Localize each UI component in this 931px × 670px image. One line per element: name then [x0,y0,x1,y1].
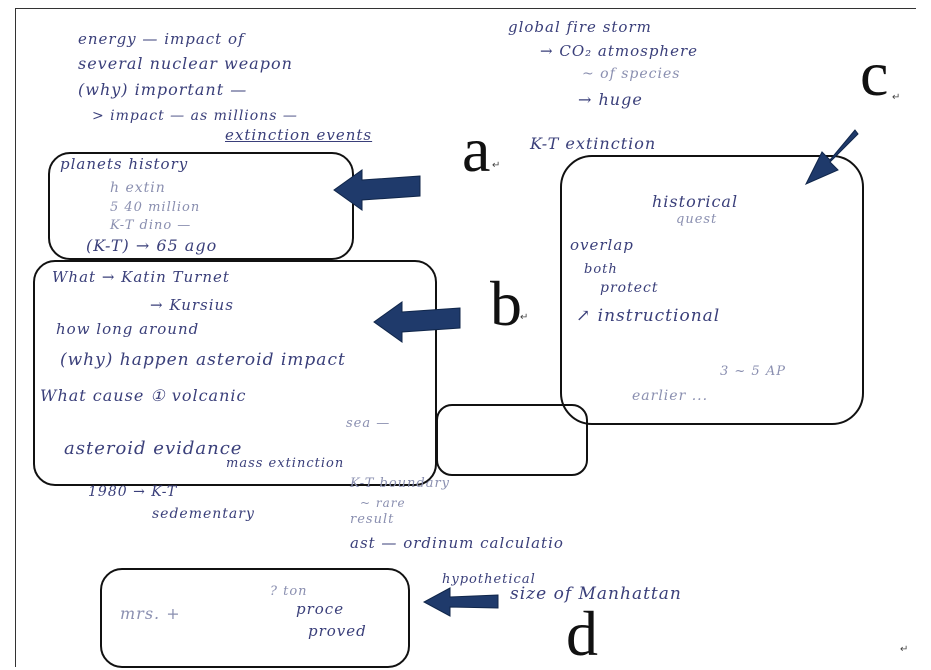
note-line: proved [308,622,367,640]
note-line: ↗ instructional [576,306,721,326]
note-line: mrs. + [120,604,181,623]
blank-box [436,404,588,476]
note-line: 1980 → K-T [88,484,178,500]
return-mark: ↵ [892,92,901,103]
note-line: extinction events [225,126,373,144]
note-line: size of Manhattan [510,584,682,604]
note-line: K-T boundary [350,476,451,491]
annotation-box-d [100,568,410,668]
arrow-icon [333,169,421,211]
note-line: result [350,512,395,527]
note-sheet [15,8,916,667]
note-line: sedementary [152,506,255,522]
label-c: c [860,38,889,109]
note-line: ~ rare [360,496,406,510]
note-line: energy — impact of [78,30,245,48]
note-line: global fire storm [508,18,652,36]
note-line: → huge [578,90,643,109]
note-line: 3 ~ 5 AP [720,364,786,379]
label-a: a [462,114,491,185]
note-line: earlier ... [632,388,709,404]
note-line: → CO₂ atmosphere [540,42,699,60]
return-mark: ↵ [520,312,529,323]
note-line: historical [652,192,739,211]
note-line: (why) important — [78,80,248,99]
annotation-box-c [560,155,864,425]
note-line: mass extinction [226,456,345,471]
note-line: several nuclear weapon [78,54,293,73]
note-line: (why) happen asteroid impact [60,350,346,370]
note-line: sea — [346,416,391,431]
note-line: ~ of species [582,66,681,82]
annotation-box-a [48,152,354,260]
note-line: overlap [570,236,634,254]
note-line: hypothetical [442,572,536,587]
arrow-icon [804,129,859,186]
note-line: > impact — as millions — [92,108,298,124]
note-line: K-T extinction [530,134,657,153]
note-line: ast — ordinum calculatio [350,534,564,552]
annotation-box-b [33,260,437,486]
note-line: 5 40 million [110,200,201,215]
arrow-icon [422,587,499,617]
note-line: h extin [110,180,166,196]
return-mark: ↵ [492,160,501,171]
note-line: protect [600,280,659,296]
arrow-icon [373,301,461,343]
note-line: ? ton [270,584,308,599]
label-d: d [566,598,598,669]
note-line: how long around [56,320,200,338]
note-line: planets history [60,155,189,173]
label-b: b [490,268,522,339]
note-line: quest [676,212,718,227]
note-line: What cause ① volcanic [40,386,247,405]
note-line: both [584,262,618,277]
return-mark: ↵ [900,644,909,655]
note-line: asteroid evidance [64,438,243,459]
note-line: (K-T) → 65 ago [86,236,218,255]
note-line: What → Katin Turnet [52,268,230,286]
note-line: proce [296,600,345,618]
note-line: → Kursius [150,296,234,314]
note-line: K-T dino — [110,218,192,233]
